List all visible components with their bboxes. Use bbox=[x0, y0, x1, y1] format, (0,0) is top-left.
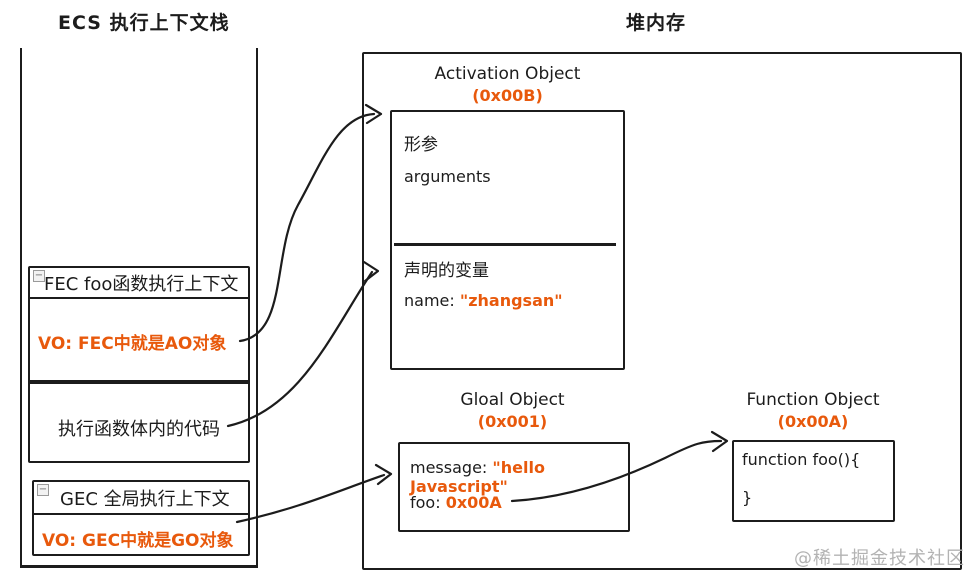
function-object-title: Function Object bbox=[746, 390, 880, 410]
fec-header-label: FEC foo函数执行上下文 bbox=[44, 273, 239, 295]
function-code-line2: } bbox=[742, 488, 753, 507]
activation-object-box: 形参 arguments 声明的变量 name: "zhangsan" bbox=[390, 110, 625, 370]
fec-section-divider bbox=[30, 380, 248, 384]
ao-divider bbox=[394, 243, 616, 246]
function-object-box: function foo(){ } bbox=[732, 440, 895, 522]
gec-frame-header: − GEC 全局执行上下文 bbox=[34, 482, 248, 515]
gec-header-label: GEC 全局执行上下文 bbox=[60, 488, 230, 510]
message-key: message: bbox=[410, 458, 488, 477]
heap-title: 堆内存 bbox=[626, 12, 687, 34]
gec-frame: − GEC 全局执行上下文 VO: GEC中就是GO对象 bbox=[32, 480, 250, 556]
collapse-icon[interactable]: − bbox=[37, 484, 49, 496]
global-object-box: message: "hello Javascript" foo: 0x00A bbox=[398, 442, 630, 532]
foo-value: 0x00A bbox=[445, 493, 502, 512]
activation-object-title: Activation Object bbox=[434, 64, 581, 84]
declared-vars-label: 声明的变量 bbox=[404, 261, 489, 281]
foo-key: foo: bbox=[410, 493, 441, 512]
name-value: "zhangsan" bbox=[459, 291, 563, 310]
gec-vo-label: VO: GEC中就是GO对象 bbox=[42, 531, 234, 551]
arguments-label: arguments bbox=[404, 167, 491, 186]
name-key: name: bbox=[404, 291, 455, 310]
fec-vo-label: VO: FEC中就是AO对象 bbox=[38, 334, 227, 354]
arrow-fec-vo-to-activation-object bbox=[238, 112, 376, 343]
fec-frame: − FEC foo函数执行上下文 VO: FEC中就是AO对象 执行函数体内的代… bbox=[28, 266, 250, 463]
params-label: 形参 bbox=[404, 135, 438, 155]
global-object-title: Gloal Object bbox=[460, 390, 565, 410]
watermark: @稀土掘金技术社区 bbox=[794, 548, 965, 569]
message-property: message: "hello Javascript" bbox=[410, 458, 628, 496]
foo-property: foo: 0x00A bbox=[410, 493, 502, 512]
fec-body-label: 执行函数体内的代码 bbox=[58, 419, 220, 440]
name-property: name: "zhangsan" bbox=[404, 291, 563, 310]
fec-frame-header: − FEC foo函数执行上下文 bbox=[30, 268, 248, 299]
function-code-line1: function foo(){ bbox=[742, 450, 861, 469]
collapse-icon[interactable]: − bbox=[33, 270, 45, 282]
global-object-address: (0x001) bbox=[477, 412, 548, 431]
stack-title: ECS 执行上下文栈 bbox=[58, 12, 230, 34]
function-object-address: (0x00A) bbox=[777, 412, 849, 431]
activation-object-address: (0x00B) bbox=[472, 86, 543, 105]
